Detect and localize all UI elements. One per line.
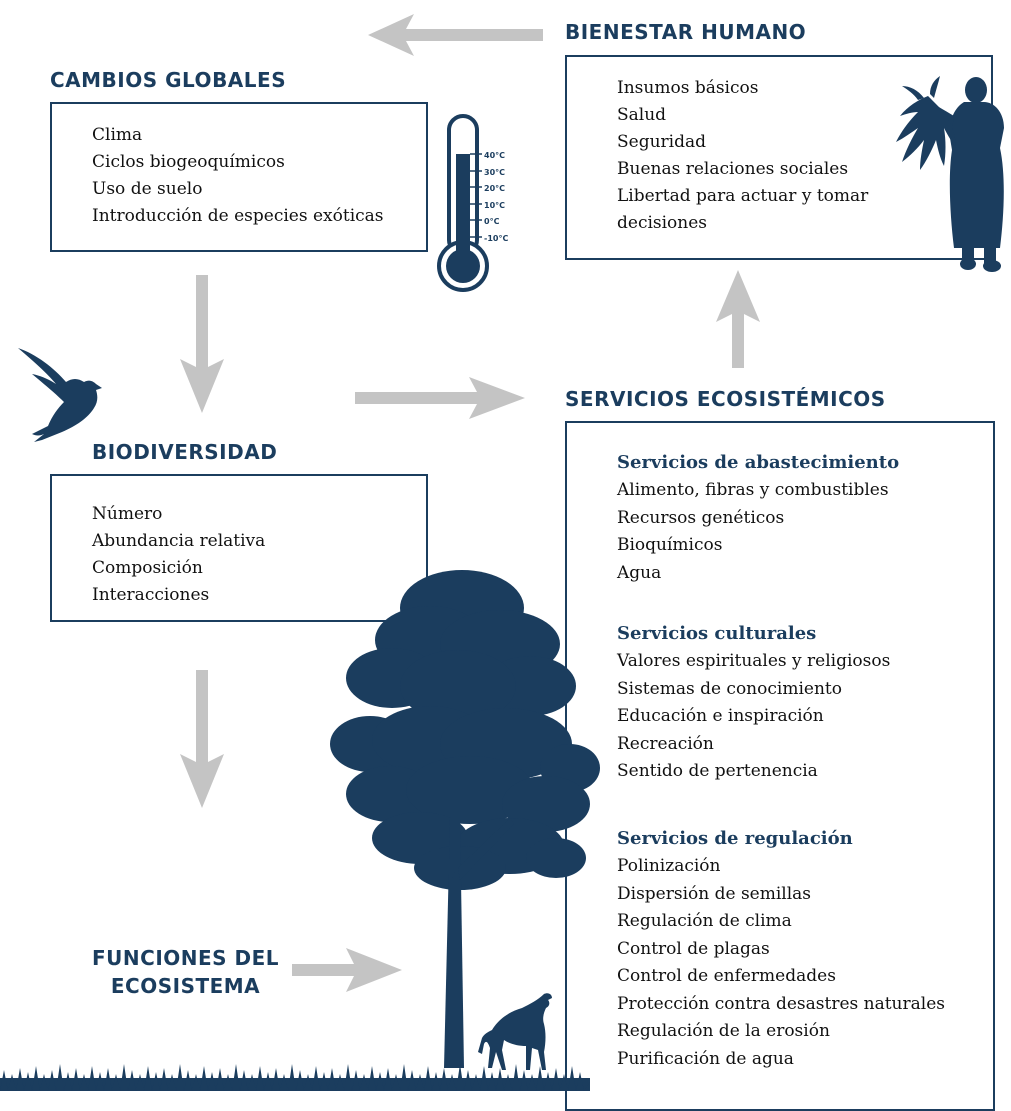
tree-icon (330, 570, 600, 1068)
cambios-globales-title: CAMBIOS GLOBALES (50, 68, 287, 92)
arrow-down-cambios (180, 275, 224, 413)
group-title: Servicios de abastecimiento (617, 452, 900, 473)
list-item: Alimento, fibras y combustibles (617, 480, 889, 500)
bird-icon (18, 348, 102, 442)
biodiversidad-list: Número Abundancia relativa Composición I… (92, 501, 265, 609)
list-item: Salud (617, 105, 667, 125)
servicios-title: SERVICIOS ECOSISTÉMICOS (565, 387, 886, 411)
biodiversidad-box: Número Abundancia relativa Composición I… (50, 474, 428, 622)
list-item: Control de plagas (617, 938, 770, 959)
funciones-title-line1: FUNCIONES DEL (92, 946, 280, 970)
group-title: Servicios de regulación (617, 828, 853, 849)
arrow-down-biodiversidad (180, 670, 224, 808)
thermometer-tick: 30°C (484, 167, 506, 177)
thermometer-icon: 40°C 30°C 20°C 10°C 0°C -10°C (436, 114, 516, 294)
list-item: Valores espirituales y religiosos (617, 651, 891, 671)
list-item: Protección contra desastres naturales (617, 993, 945, 1014)
list-item: Composición (92, 558, 203, 578)
servicios-culturales: Servicios culturales Valores espirituale… (617, 620, 890, 786)
arrow-up-bienestar (716, 270, 760, 368)
thermometer-tick: -10°C (484, 233, 509, 243)
list-item: Abundancia relativa (92, 531, 266, 551)
list-item: Sistemas de conocimiento (617, 678, 842, 699)
grass-icon (0, 1064, 590, 1091)
list-item: Sentido de pertenencia (617, 761, 818, 781)
list-item: Ciclos biogeoquímicos (92, 152, 285, 172)
group-list: Alimento, fibras y combustibles Recursos… (617, 477, 899, 587)
bienestar-humano-title: BIENESTAR HUMANO (565, 20, 807, 44)
cambios-globales-box: Clima Ciclos biogeoquímicos Uso de suelo… (50, 102, 428, 252)
list-item: Recursos genéticos (617, 507, 785, 528)
group-list: Polinización Dispersión de semillas Regu… (617, 853, 945, 1073)
list-item: Agua (617, 562, 662, 583)
list-item: Control de enfermedades (617, 966, 836, 986)
list-item: Uso de suelo (92, 179, 203, 199)
servicios-box: Servicios de abastecimiento Alimento, fi… (565, 421, 995, 1111)
person-with-plants-icon (896, 76, 1004, 272)
list-item: Bioquímicos (617, 535, 723, 555)
list-item: Introducción de especies exóticas (92, 206, 384, 226)
group-list: Valores espirituales y religiosos Sistem… (617, 648, 890, 786)
thermometer-tick: 20°C (484, 184, 506, 194)
servicios-regulacion: Servicios de regulación Polinización Dis… (617, 825, 945, 1073)
list-item: Insumos básicos (617, 78, 759, 98)
arrow-right-funciones (292, 948, 402, 992)
servicios-abastecimiento: Servicios de abastecimiento Alimento, fi… (617, 449, 899, 587)
list-item: Regulación de la erosión (617, 1021, 830, 1041)
arrow-left-top (368, 14, 543, 56)
list-item: Dispersión de semillas (617, 883, 812, 904)
list-item: Interacciones (92, 585, 210, 605)
cambios-globales-list: Clima Ciclos biogeoquímicos Uso de suelo… (92, 122, 384, 230)
list-item: Purificación de agua (617, 1048, 794, 1069)
deer-icon (478, 993, 552, 1070)
list-item: Regulación de clima (617, 911, 792, 931)
list-item: Educación e inspiración (617, 706, 824, 726)
list-item: Polinización (617, 856, 721, 876)
list-item: Recreación (617, 733, 714, 754)
list-item: Clima (92, 125, 143, 145)
thermometer-tick: 40°C (484, 151, 506, 160)
list-item: Número (92, 504, 163, 524)
group-title: Servicios culturales (617, 623, 817, 644)
list-item: Buenas relaciones sociales (617, 159, 849, 179)
funciones-title-line2: ECOSISTEMA (110, 974, 261, 998)
list-item: Seguridad (617, 132, 707, 152)
biodiversidad-title: BIODIVERSIDAD (92, 440, 278, 464)
thermometer-tick: 10°C (484, 200, 506, 210)
list-item: Libertad para actuar y tomar (617, 186, 869, 206)
thermometer-tick: 0°C (484, 217, 500, 227)
bienestar-humano-list: Insumos básicos Salud Seguridad Buenas r… (617, 75, 868, 237)
list-item: decisiones (617, 213, 708, 233)
funciones-title: FUNCIONES DEL ECOSISTEMA (92, 944, 279, 1000)
arrow-right-servicios (355, 377, 525, 419)
